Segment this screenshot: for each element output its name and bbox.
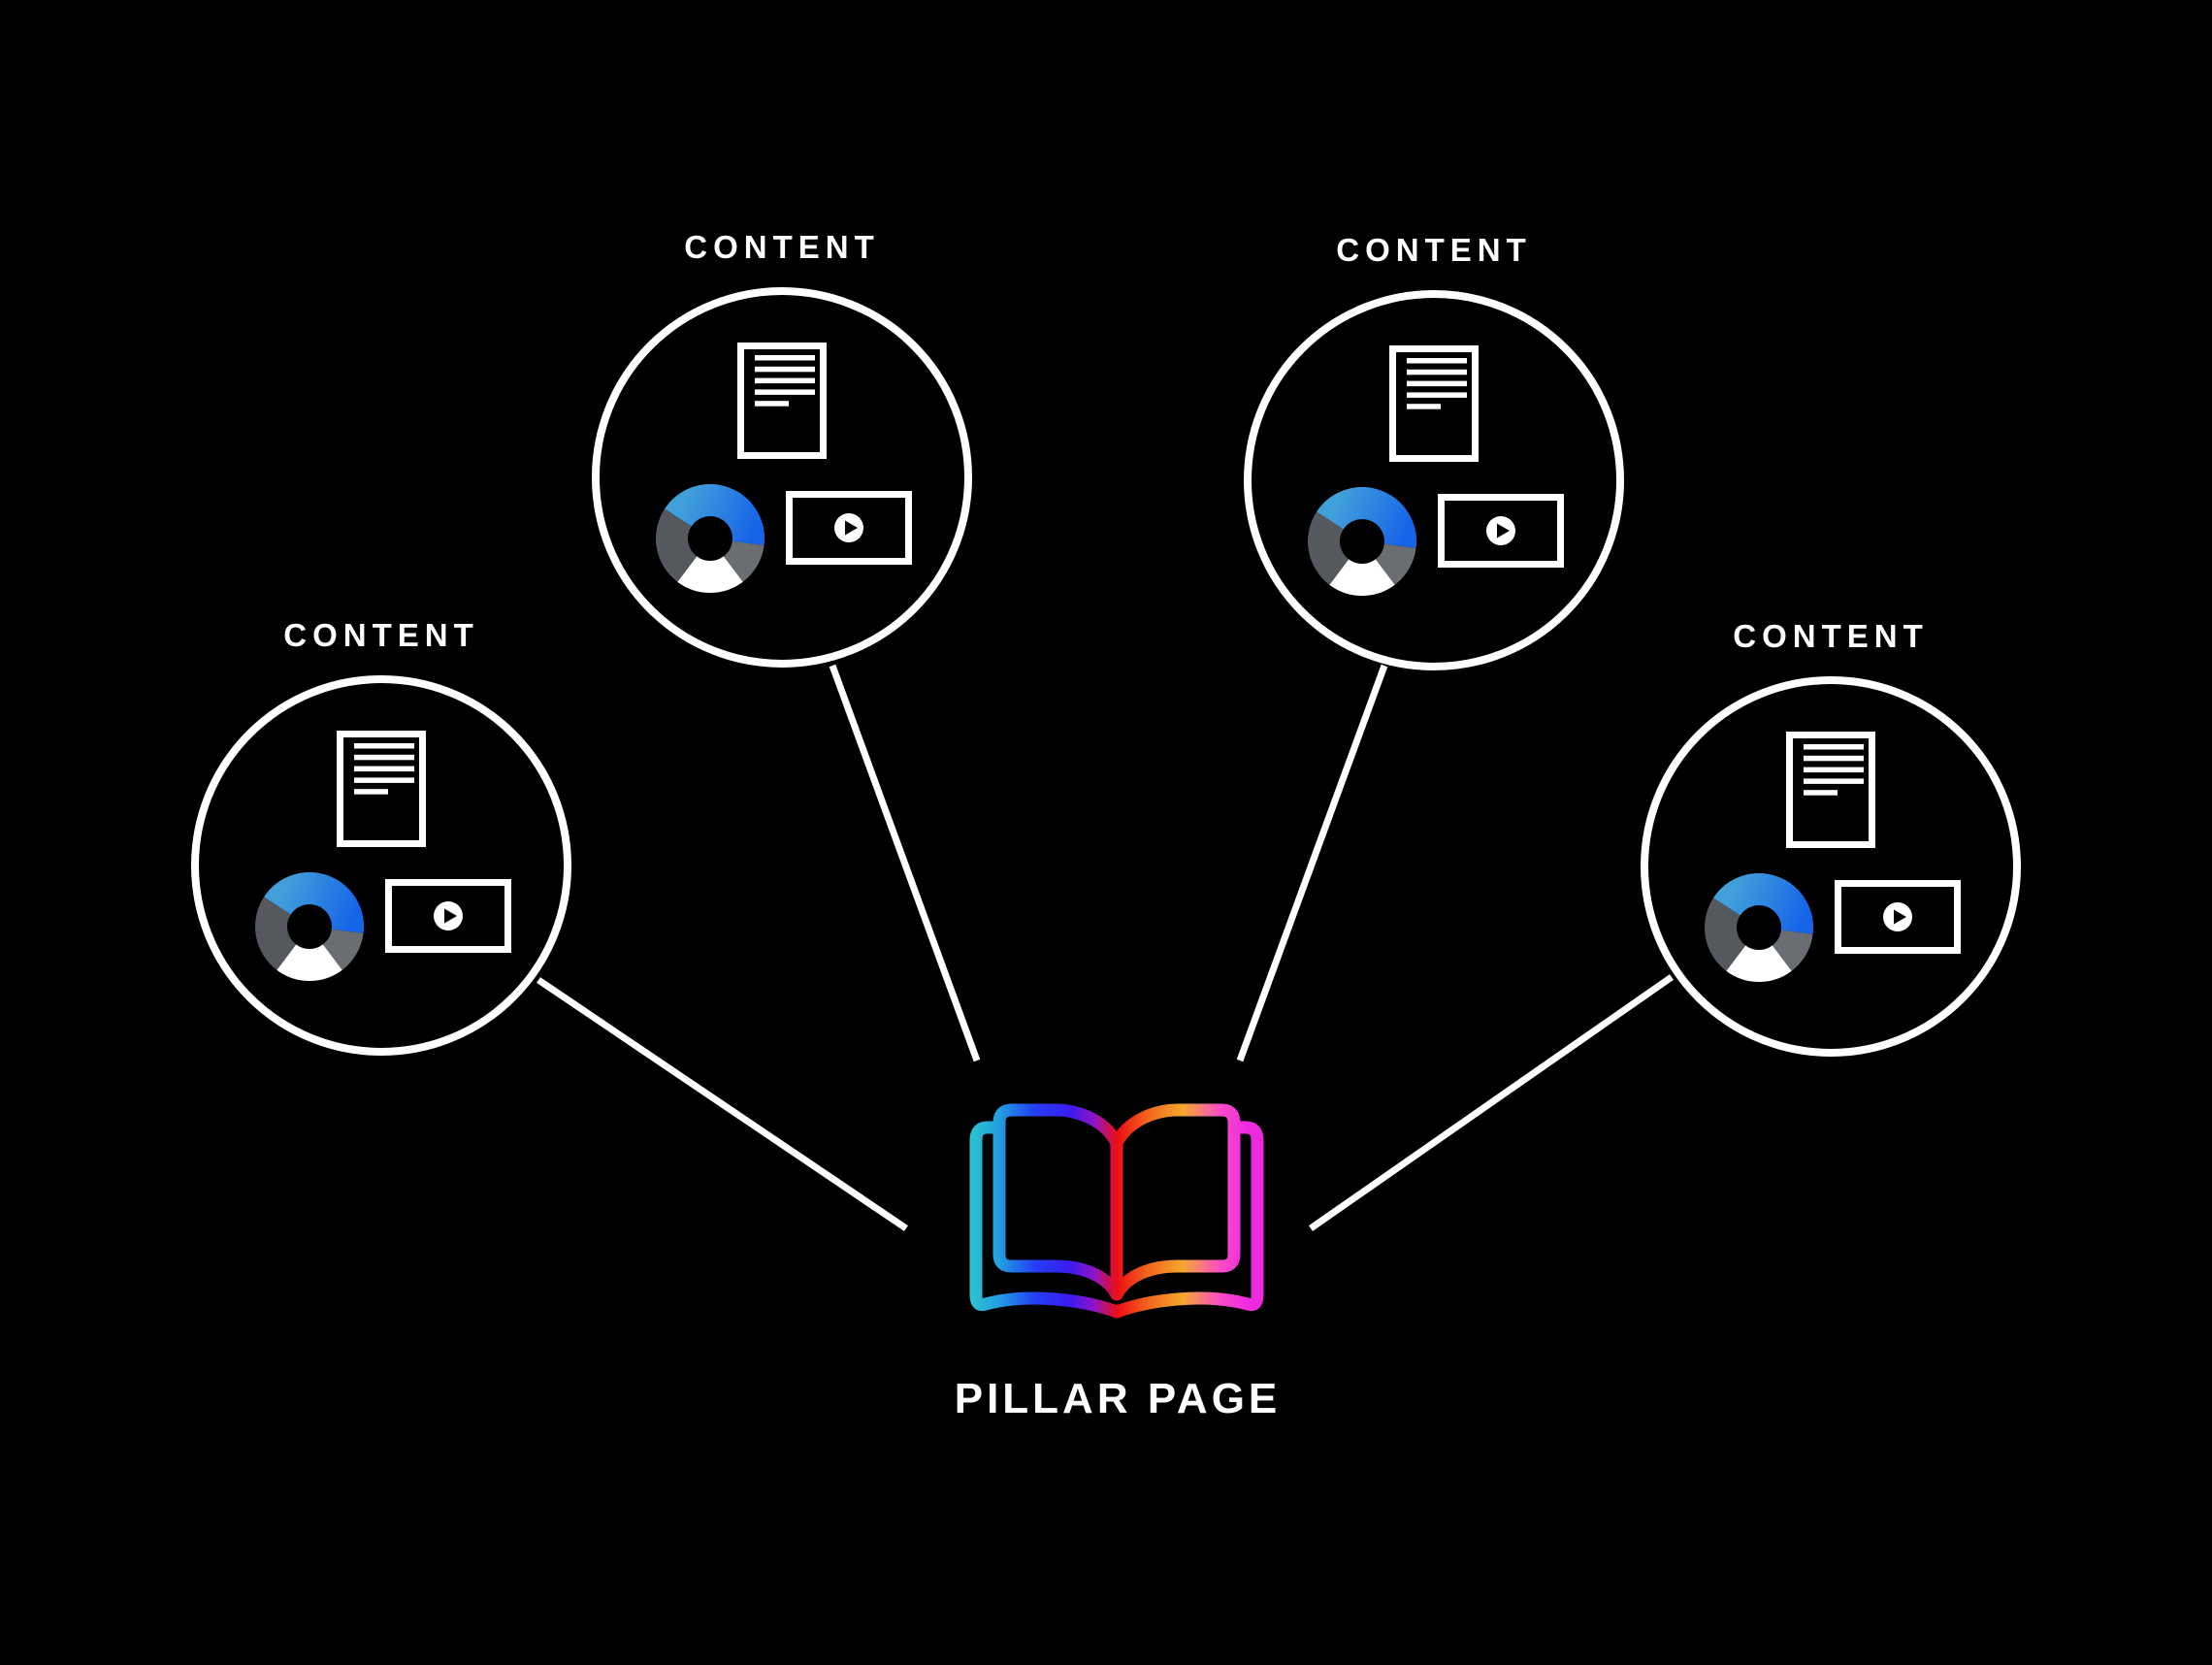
content-circle xyxy=(592,287,972,668)
connector-line xyxy=(829,664,981,1062)
connector-line xyxy=(1236,664,1388,1062)
connector-line xyxy=(537,977,908,1231)
video-player-icon xyxy=(1438,494,1564,568)
content-node-left: CONTENT xyxy=(191,619,571,1056)
content-node-right: CONTENT xyxy=(1641,620,2021,1057)
play-icon xyxy=(434,901,463,930)
book-right-cover xyxy=(1110,1121,1264,1319)
book-left-page xyxy=(992,1103,1123,1301)
open-book-icon xyxy=(969,1103,1264,1319)
play-icon xyxy=(1486,516,1515,545)
content-node-label: CONTENT xyxy=(684,229,880,265)
document-icon xyxy=(1389,345,1479,462)
video-player-icon xyxy=(786,491,912,565)
play-icon xyxy=(834,513,863,542)
book-right-page xyxy=(1110,1103,1241,1301)
video-player-icon xyxy=(385,879,511,953)
donut-chart-icon xyxy=(1705,873,1813,982)
content-node-top-left: CONTENT xyxy=(592,231,972,668)
document-icon xyxy=(1786,732,1875,848)
content-circle xyxy=(1641,676,2021,1057)
content-node-label: CONTENT xyxy=(1733,618,1929,654)
play-icon xyxy=(1883,902,1912,931)
content-circle xyxy=(191,675,571,1056)
content-circle xyxy=(1244,290,1624,670)
donut-chart-icon xyxy=(656,484,764,593)
donut-chart-icon xyxy=(1308,487,1416,596)
pillar-page-title: PILLAR PAGE xyxy=(954,1375,1282,1422)
donut-chart-icon xyxy=(255,872,364,981)
book-left-cover xyxy=(969,1121,1123,1319)
document-icon xyxy=(737,343,827,459)
connector-line xyxy=(1309,974,1674,1231)
document-icon xyxy=(337,731,426,847)
video-player-icon xyxy=(1835,880,1961,954)
content-node-label: CONTENT xyxy=(1336,232,1532,268)
content-node-top-right: CONTENT xyxy=(1244,234,1624,670)
content-node-label: CONTENT xyxy=(283,617,479,653)
